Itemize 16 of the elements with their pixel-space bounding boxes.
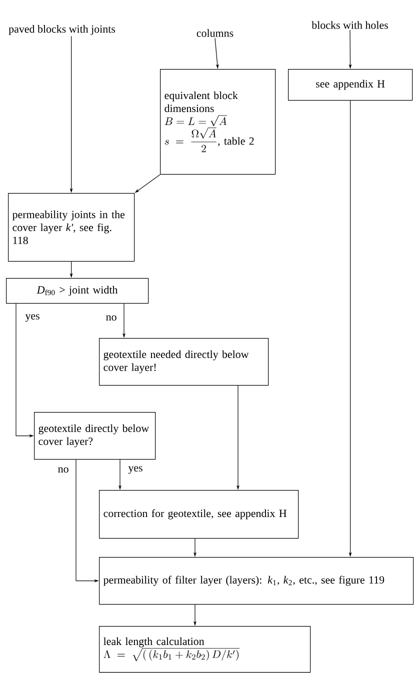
- process-box: correction for geotextile, see appendix H: [99, 490, 299, 539]
- edge-label: no: [56, 466, 70, 474]
- process-box: see appendix H: [288, 69, 413, 101]
- process-box: geotextile needed directly below cover layer!: [99, 338, 269, 386]
- decision-box: geotextile directly below cover layer?: [34, 412, 156, 460]
- start-label: blocks with holes: [312, 21, 388, 29]
- decision-box: D$_{f90}$ > joint width: [6, 278, 149, 304]
- edge-label: yes: [24, 313, 41, 323]
- start-label: columns: [196, 29, 234, 37]
- edge-label: no: [104, 314, 118, 322]
- process-box: leak length calculation $\Lambda \;=\; \sqrt{(\,(k_1 b_1 + k_2 b_2)\, D / k')}$: [99, 626, 311, 673]
- process-box: permeability of filter layer (layers): k$_{1}$, k$_{2}$, etc., see figure 119: [99, 557, 414, 605]
- process-box: permeability joints in the cover layer k', see fig. 118: [8, 193, 135, 262]
- start-label: paved blocks with joints: [8, 25, 116, 35]
- process-box: equivalent block dimensions $B = L = \sqrt{A}$ $s \;=\; \frac{\Omega\sqrt{A}}{2}\text{, table 2}$: [160, 69, 276, 175]
- edge-label: yes: [127, 465, 144, 475]
